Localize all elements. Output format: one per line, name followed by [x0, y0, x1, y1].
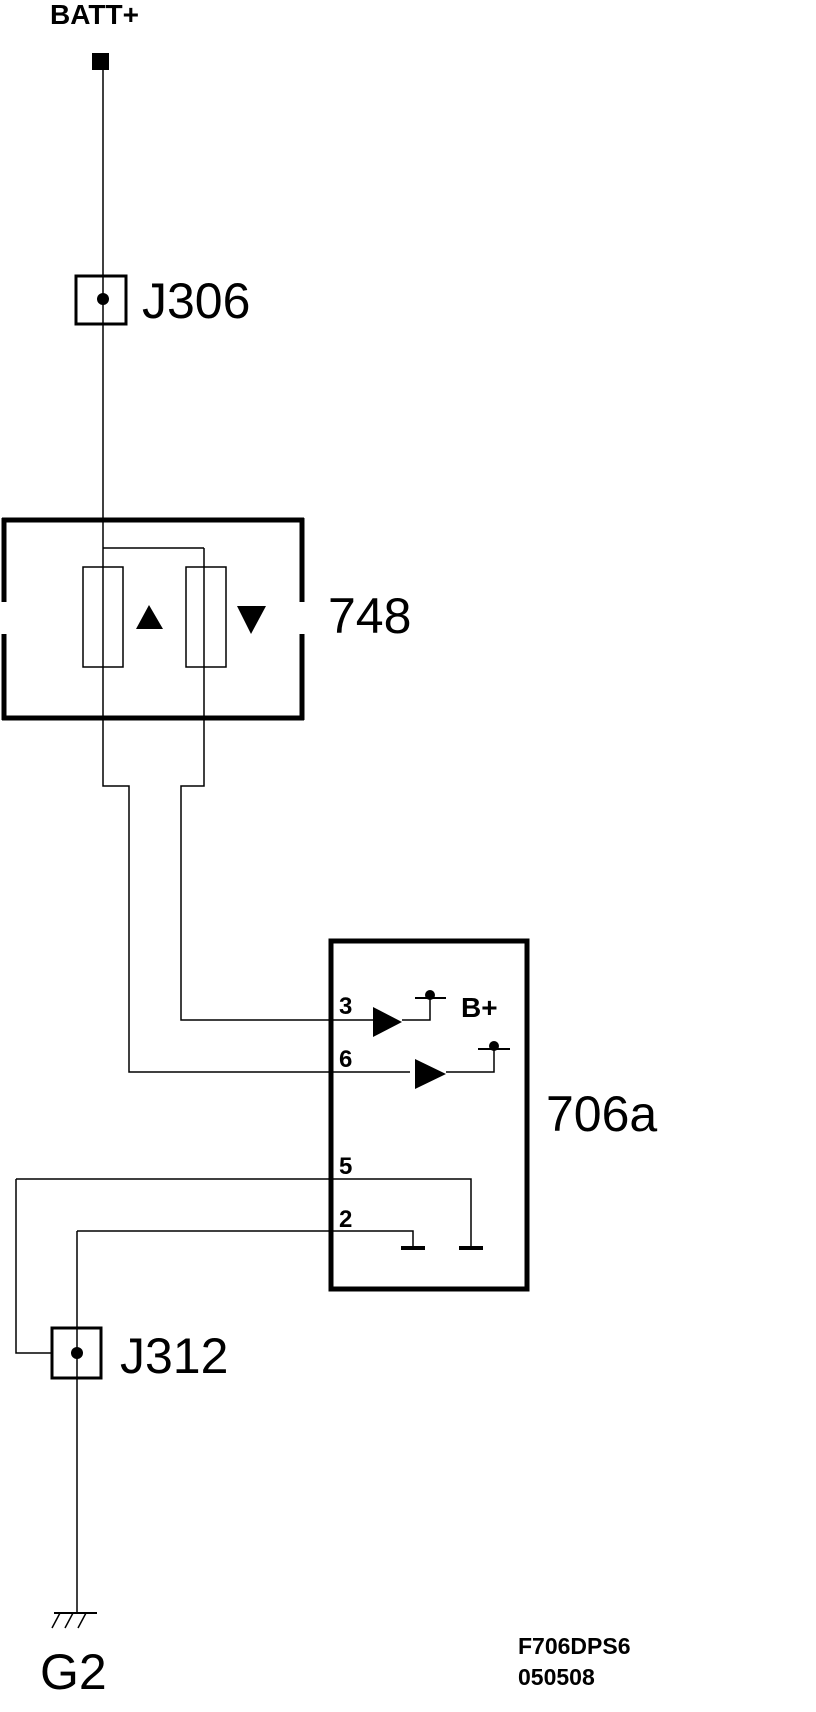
pin-3-arrow	[373, 1007, 402, 1037]
switch-down-contact	[185, 566, 227, 668]
connector-j312-dot	[71, 1347, 83, 1359]
component-706a	[328, 938, 530, 1292]
pin-3-internal	[402, 998, 431, 1021]
component-706a-label: 706a	[546, 1086, 657, 1142]
connector-j306-dot	[97, 293, 109, 305]
triangle-down-icon	[237, 606, 266, 634]
pin-5-label: 5	[339, 1153, 352, 1180]
g2-label: G2	[40, 1644, 107, 1700]
pin-3-label: 3	[339, 993, 352, 1020]
pin-3-contact-dot	[425, 990, 435, 1000]
batt-label: BATT+	[50, 0, 139, 30]
batt-terminal	[92, 53, 109, 70]
pin-6-contact-dot	[489, 1041, 499, 1051]
connector-j312	[50, 1326, 103, 1380]
pin-6-internal	[446, 1049, 495, 1073]
pin-5-wire	[16, 1178, 472, 1246]
pin-5-return-wire	[15, 1179, 52, 1354]
wire-to-pin-6	[102, 667, 410, 1073]
wire-to-pin-3	[180, 667, 373, 1021]
component-748-label: 748	[328, 588, 411, 644]
ground-hatch-2	[64, 1612, 74, 1629]
connector-j306	[74, 274, 128, 326]
drawing-date: 050508	[518, 1664, 595, 1690]
pin-6-label: 6	[339, 1046, 352, 1073]
pin-6-arrow	[415, 1059, 446, 1089]
pin-2-label: 2	[339, 1206, 352, 1233]
bplus-label: B+	[461, 992, 498, 1023]
ground-hatch-1	[51, 1612, 61, 1629]
j306-label: J306	[142, 273, 250, 329]
drawing-code: F706DPS6	[518, 1633, 631, 1659]
j312-label: J312	[120, 1328, 228, 1384]
triangle-up-icon	[136, 605, 163, 629]
ground-hatch-3	[77, 1612, 87, 1629]
pin-2-wire	[77, 1230, 414, 1246]
